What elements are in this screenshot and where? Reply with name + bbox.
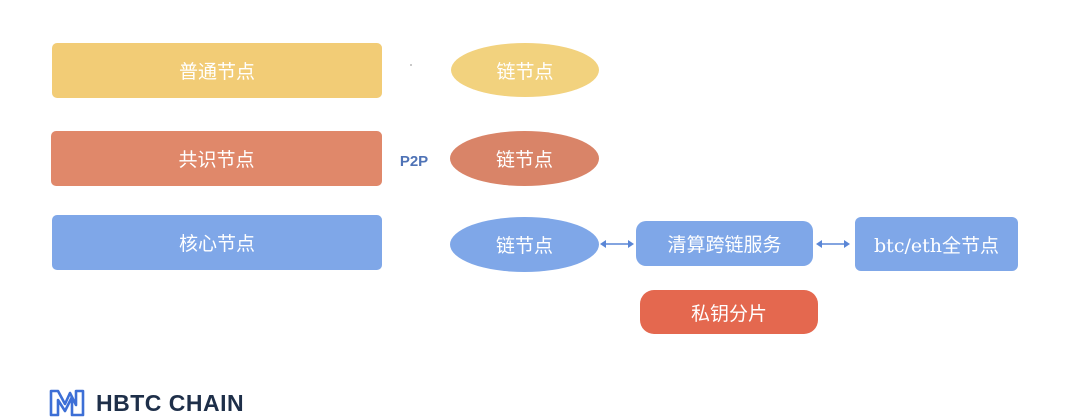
- full-node-box: btc/eth全节点: [855, 217, 1018, 271]
- chain-node-ellipse-3: 链节点: [450, 217, 599, 272]
- stray-dot: [410, 64, 412, 66]
- chain-node-label-1: 链节点: [496, 60, 554, 83]
- full-node-label: btc/eth全节点: [874, 234, 999, 257]
- logo-text: HBTC CHAIN: [96, 389, 245, 416]
- double-arrow-2: [816, 240, 850, 248]
- hbtc-chain-logo: HBTC CHAIN: [48, 386, 244, 420]
- key-shard-box: 私钥分片: [640, 290, 818, 334]
- hbtc-logo-icon: [49, 389, 85, 417]
- chain-node-ellipse-2: 链节点: [450, 131, 599, 186]
- core-node-label: 核心节点: [178, 233, 255, 255]
- p2p-label: P2P: [399, 152, 429, 170]
- ordinary-node-label: 普通节点: [178, 61, 255, 83]
- chain-node-label-2: 链节点: [495, 149, 553, 171]
- chain-node-ellipse-1: 链节点: [451, 43, 599, 97]
- clearing-service-box: 清算跨链服务: [636, 221, 813, 266]
- clearing-service-label: 清算跨链服务: [667, 234, 782, 256]
- ordinary-node-box: 普通节点: [52, 43, 382, 98]
- double-arrow-1: [600, 240, 634, 248]
- core-node-box: 核心节点: [52, 215, 382, 270]
- chain-node-label-3: 链节点: [495, 235, 553, 257]
- consensus-node-box: 共识节点: [51, 131, 382, 186]
- consensus-node-label: 共识节点: [178, 149, 255, 171]
- key-shard-label: 私钥分片: [690, 302, 767, 325]
